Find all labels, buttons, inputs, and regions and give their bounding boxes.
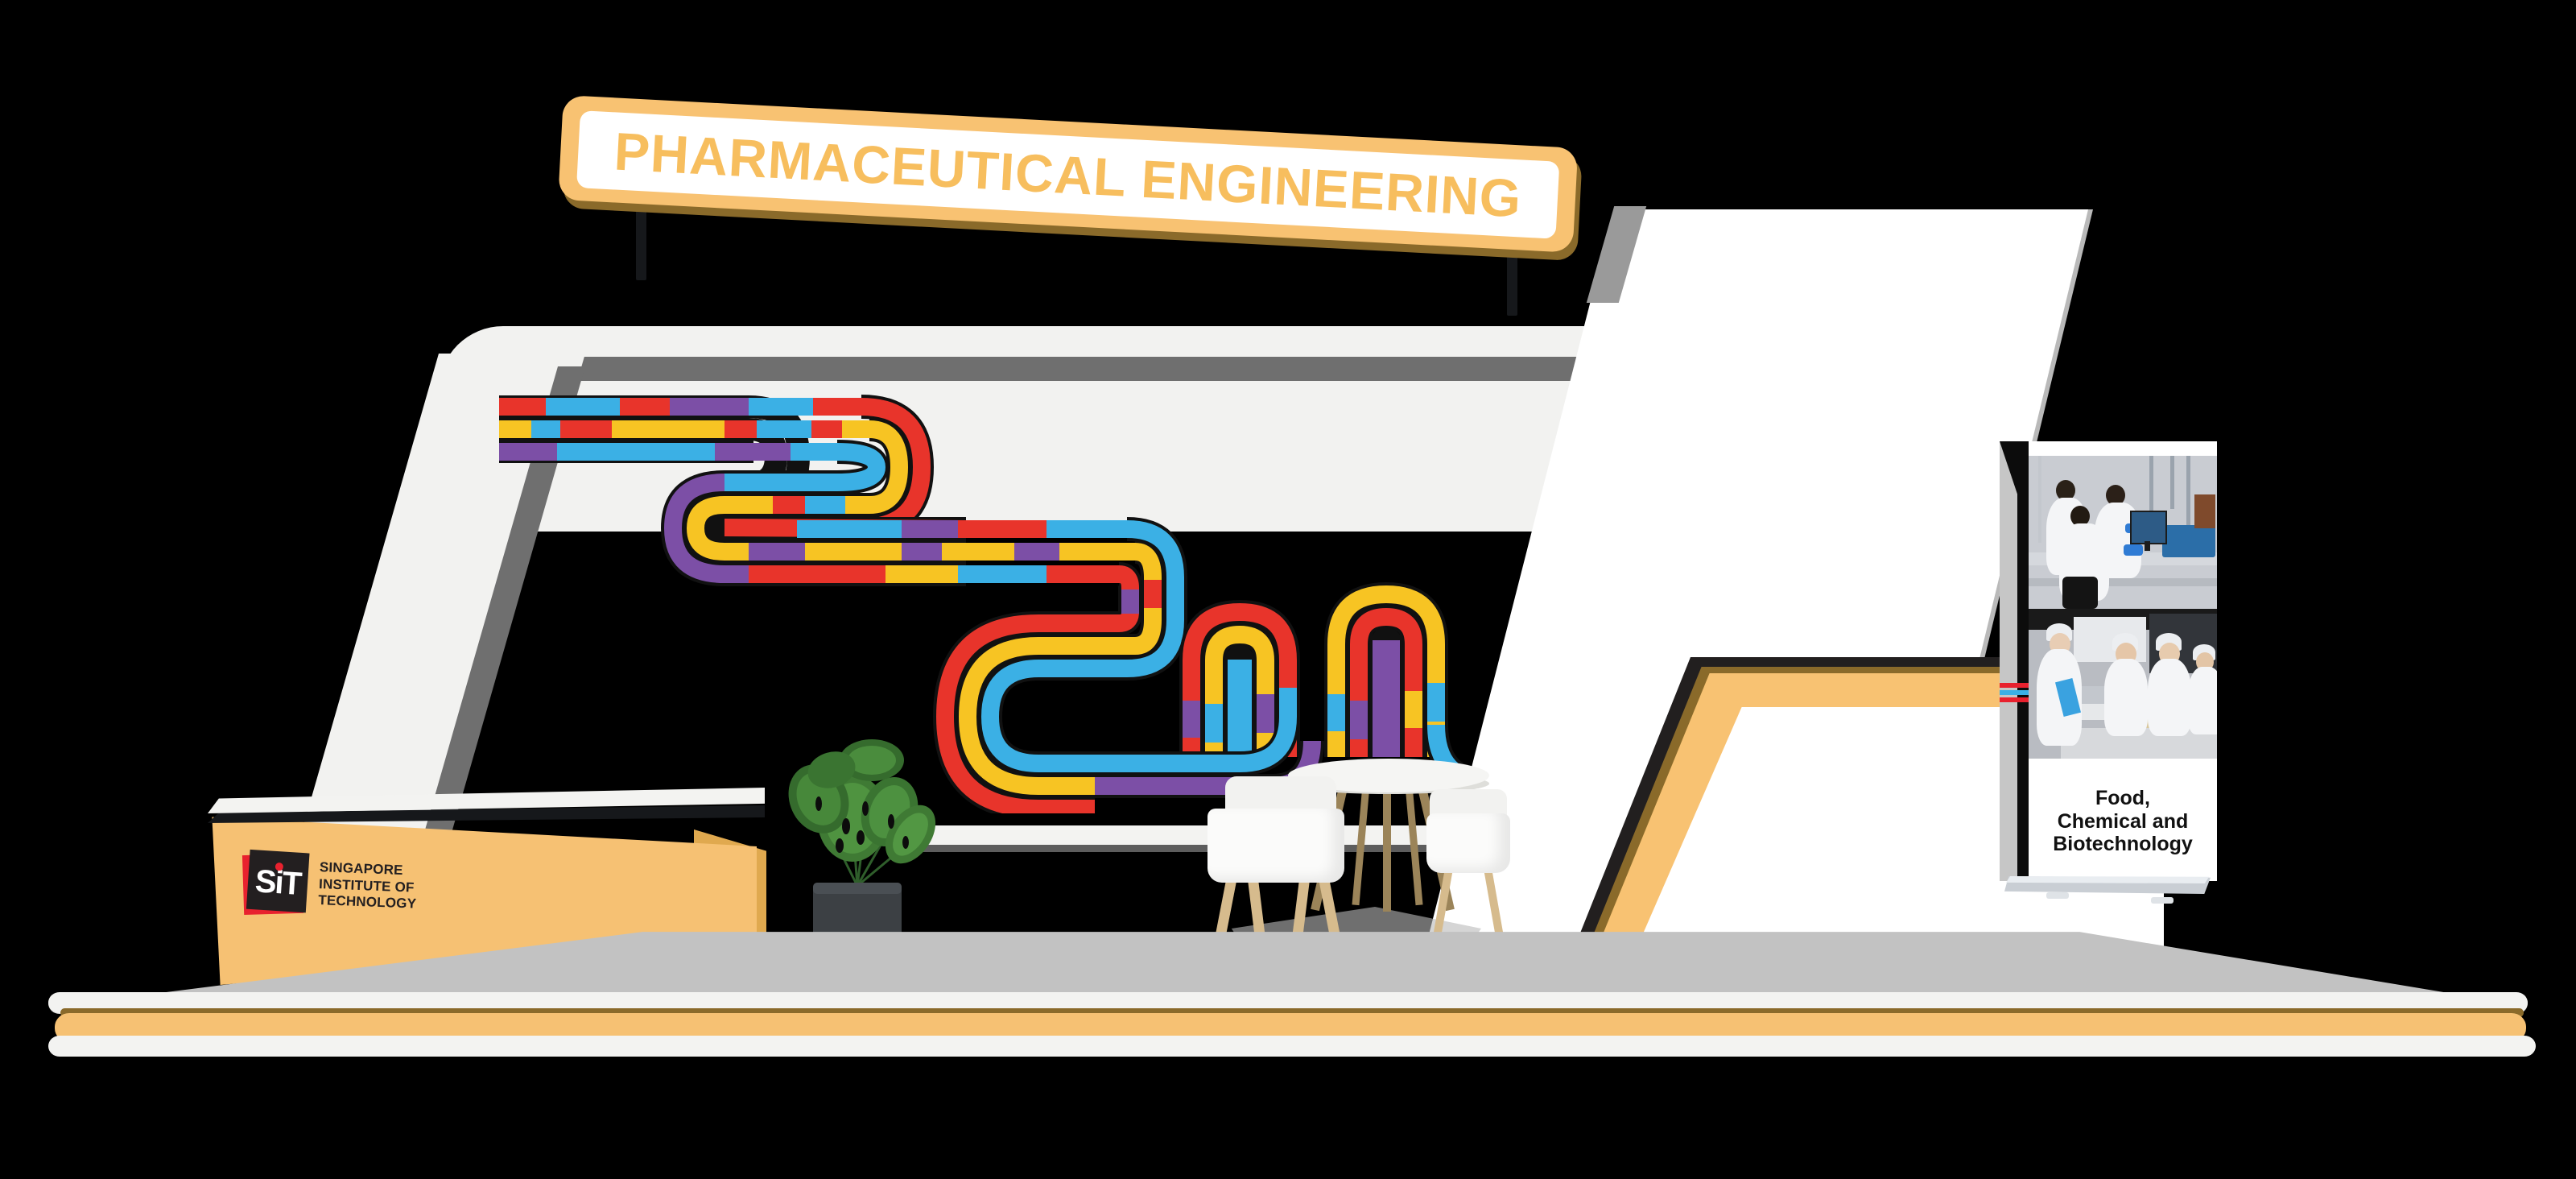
sit-logo-line-3: TECHNOLOGY xyxy=(317,892,417,912)
banner-caption-line-1: Food, xyxy=(2095,787,2150,810)
floor-platform xyxy=(0,918,2576,1079)
banner-base-highlight xyxy=(2006,876,2209,883)
plant-pot-rim xyxy=(813,883,902,894)
banner-stripe-red-bot xyxy=(2000,697,2029,702)
floor-edge-white-lower xyxy=(48,1036,2536,1057)
banner-stripe-red-top xyxy=(2000,683,2029,688)
pipeline-mural-graphic xyxy=(483,379,1852,813)
banner-accent-stripes xyxy=(2000,683,2029,704)
banner-foot-left xyxy=(2046,892,2069,899)
banner-foot-right xyxy=(2151,897,2174,904)
floor-deck xyxy=(120,932,2479,999)
stool-left-seat xyxy=(1208,809,1344,883)
banner-caption-line-3: Biotechnology xyxy=(2053,833,2193,856)
banner-left-grey-stripe xyxy=(2000,441,2017,881)
floor-edge-brown xyxy=(60,1008,2524,1017)
banner-photo-lab xyxy=(2029,456,2217,609)
stool-right xyxy=(1426,786,1515,939)
banner-photo-food xyxy=(2029,609,2217,759)
header-sign: PHARMACEUTICAL ENGINEERING xyxy=(558,95,1585,262)
sit-logo: SiT SINGAPORE INSTITUTE OF TECHNOLOGY xyxy=(241,849,436,923)
stool-right-seat xyxy=(1426,813,1510,873)
sit-logo-black-square: SiT xyxy=(246,849,310,913)
banner-stripe-blue xyxy=(2000,690,2029,695)
back-wall-inner-shadow xyxy=(477,357,1646,381)
header-sign-panel: PHARMACEUTICAL ENGINEERING xyxy=(576,110,1560,239)
banner-caption-line-2: Chemical and xyxy=(2057,809,2189,833)
table-leg-3 xyxy=(1383,783,1391,912)
sit-logo-wordmark: SINGAPORE INSTITUTE OF TECHNOLOGY xyxy=(318,859,418,913)
stool-left xyxy=(1208,776,1360,964)
plant-foliage-icon xyxy=(788,739,936,887)
sign-post-right xyxy=(1507,242,1517,316)
sign-post-left xyxy=(636,206,646,280)
banner-caption: Food, Chemical and Biotechnology xyxy=(2029,762,2217,881)
banner-caption-text: Food, Chemical and Biotechnology xyxy=(2053,787,2193,856)
rollup-banner: Food, Chemical and Biotechnology xyxy=(2000,441,2217,908)
